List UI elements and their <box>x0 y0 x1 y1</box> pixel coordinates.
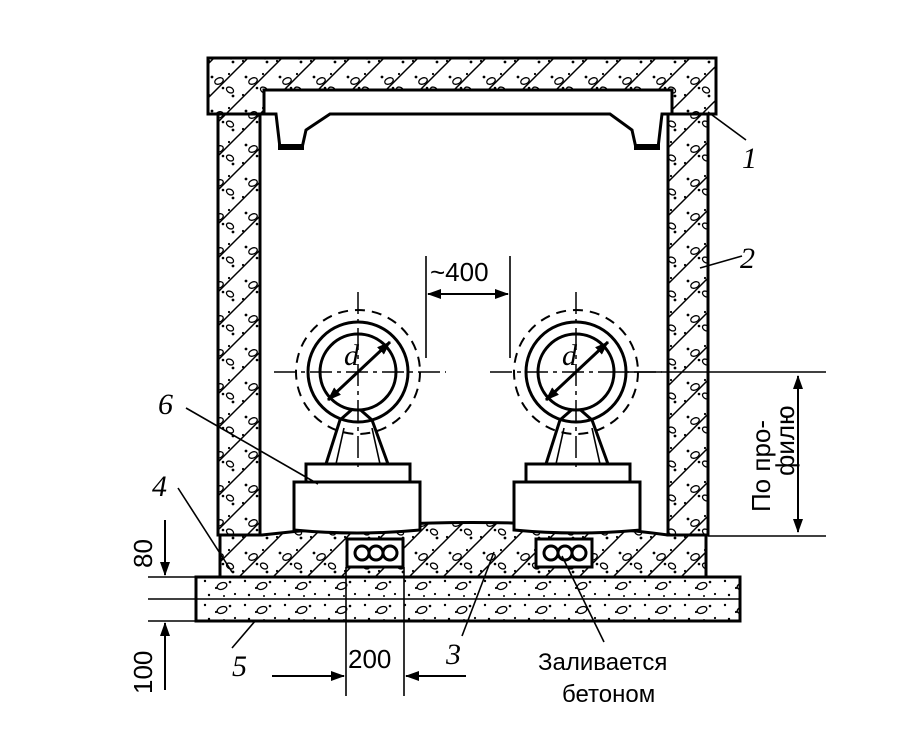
cover-rib-profile <box>264 112 672 150</box>
left-pipe-diameter-symbol: d <box>344 339 360 372</box>
callout-1: 1 <box>742 142 757 175</box>
base-width-dimension: 200 <box>272 567 466 696</box>
base-width-label: 200 <box>348 644 391 674</box>
left-wall <box>216 112 262 537</box>
callout-4: 4 <box>152 470 167 503</box>
profile-label-line1: По про- <box>746 420 776 512</box>
profile-label-line2: филю <box>770 405 800 476</box>
spacing-dimension: ~400 <box>425 256 511 358</box>
right-anchor-block <box>534 537 594 569</box>
layer-dimensions: 80 100 <box>128 520 218 694</box>
note-line2: бетоном <box>562 681 655 708</box>
layer-100-label: 100 <box>128 651 158 694</box>
callout-2: 2 <box>740 242 755 275</box>
callout-6: 6 <box>158 388 173 421</box>
leader-lines <box>177 111 747 649</box>
layer-80-label: 80 <box>128 539 158 568</box>
right-pipe-diameter-symbol: d <box>562 339 578 372</box>
right-support-plate <box>524 462 632 484</box>
profile-dimension: По про- филю <box>620 371 826 537</box>
right-pipe-assembly: d <box>490 292 662 535</box>
spacing-label: ~400 <box>430 257 489 287</box>
callout-5: 5 <box>232 650 247 683</box>
cover-slab <box>206 56 718 116</box>
cover-rib-left-edge <box>278 144 304 150</box>
callout-3: 3 <box>445 638 461 671</box>
cover-rib-right-edge <box>634 144 660 150</box>
left-anchor-block <box>345 537 405 569</box>
right-support-pad <box>512 480 642 535</box>
note-line1: Заливается <box>538 649 667 676</box>
left-pipe-assembly: d <box>274 292 446 535</box>
foundation-slab <box>194 575 742 623</box>
right-wall <box>666 112 710 537</box>
left-support-pad <box>292 480 422 535</box>
